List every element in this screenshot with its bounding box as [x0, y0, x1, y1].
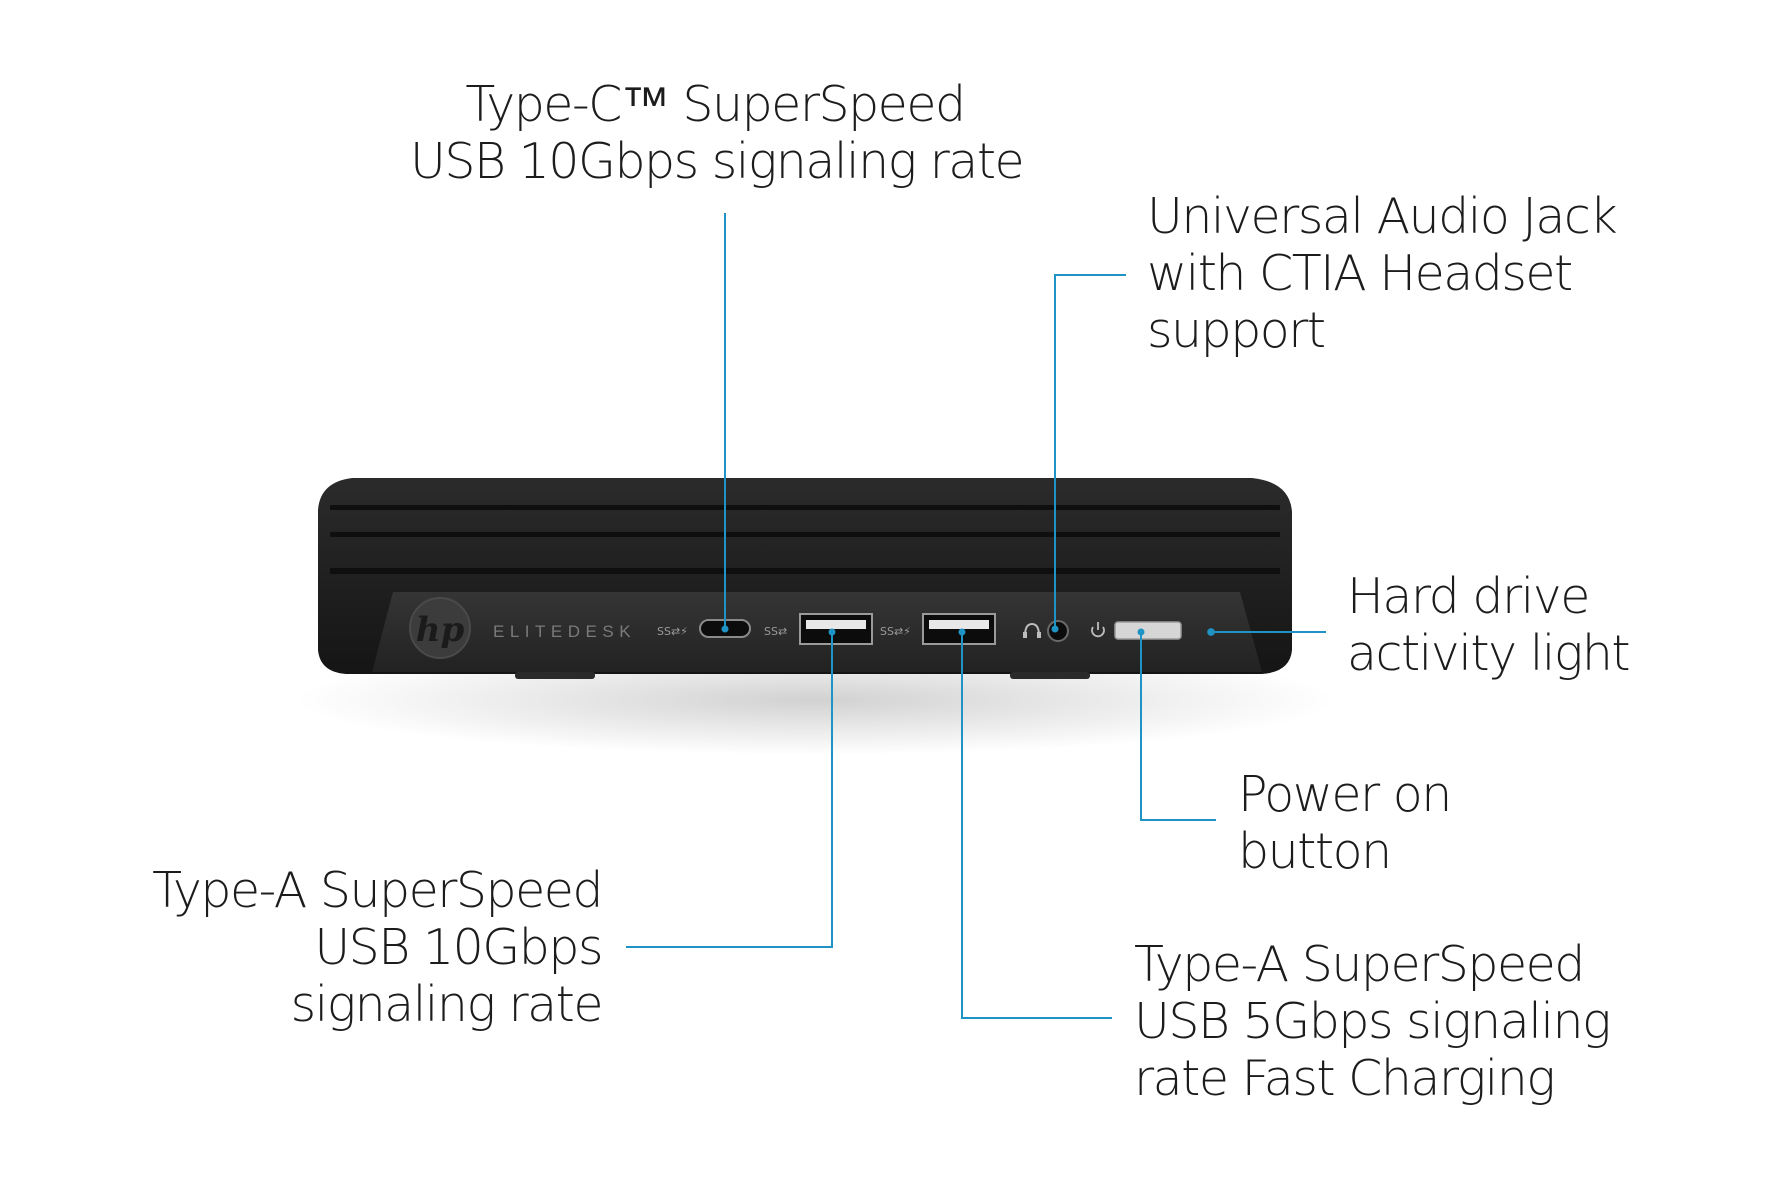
callout-audio-jack-line-3: support: [1147, 302, 1326, 359]
usb-a-5gbps-tongue: [929, 620, 989, 629]
callout-type-c: Type-C™ SuperSpeed USB 10Gbps signaling …: [410, 76, 1025, 190]
callout-power-button-line-2: button: [1238, 823, 1392, 880]
callout-power-button: Power on button: [1238, 766, 1452, 880]
callout-type-a-10-line-3: signaling rate: [290, 976, 604, 1033]
headset-icon: [1023, 622, 1041, 638]
callout-type-a-10-line-2: USB 10Gbps: [314, 919, 603, 976]
callout-hdd-light: Hard drive activity light: [1347, 568, 1631, 682]
vent-groove: [330, 505, 1280, 510]
hp-logo-text: hp: [416, 610, 465, 650]
model-name: ELITEDESK: [493, 622, 636, 641]
callout-audio-jack-line-1: Universal Audio Jack: [1147, 188, 1618, 245]
vent-groove: [330, 532, 1280, 537]
audio-jack[interactable]: [1047, 620, 1069, 642]
device-foot: [515, 672, 595, 679]
callout-power-button-line-1: Power on: [1238, 766, 1452, 823]
callout-type-a-5-line-2: USB 5Gbps signaling: [1134, 993, 1611, 1050]
callout-hdd-light-line-2: activity light: [1347, 625, 1631, 682]
leader-power-button: [1140, 632, 1216, 821]
callout-type-a-5: Type-A SuperSpeed USB 5Gbps signaling ra…: [1134, 936, 1611, 1107]
callout-type-a-5-line-3: rate Fast Charging: [1134, 1050, 1556, 1107]
callout-audio-jack-line-2: with CTIA Headset: [1147, 245, 1573, 302]
callout-hdd-light-line-1: Hard drive: [1347, 568, 1590, 625]
callout-type-c-line-1: Type-C™ SuperSpeed: [465, 76, 966, 133]
callout-audio-jack: Universal Audio Jack with CTIA Headset s…: [1147, 188, 1618, 359]
callout-type-c-line-2: USB 10Gbps signaling rate: [410, 133, 1025, 190]
leader-dots: [721, 625, 1215, 636]
usb-c-mark: SS⇄⚡: [657, 625, 688, 638]
callout-type-a-10: Type-A SuperSpeed USB 10Gbps signaling r…: [100, 862, 604, 1033]
callout-type-a-5-line-1: Type-A SuperSpeed: [1134, 936, 1585, 993]
usb-a-2-mark: SS⇄⚡: [880, 625, 911, 638]
usb-a-1-mark: SS⇄: [764, 625, 787, 638]
leader-audio-jack: [1054, 274, 1126, 629]
vent-groove: [330, 568, 1280, 574]
leader-lines: [626, 213, 1326, 1019]
usb-a-10gbps-tongue: [806, 620, 866, 629]
hp-logo: hp: [409, 597, 471, 659]
leader-type-a-10: [626, 632, 833, 948]
device-foot: [1010, 672, 1090, 679]
power-icon: [1091, 622, 1105, 638]
leader-type-a-5: [961, 632, 1112, 1019]
callout-type-a-10-line-1: Type-A SuperSpeed: [152, 862, 603, 919]
power-button[interactable]: [1114, 621, 1182, 640]
